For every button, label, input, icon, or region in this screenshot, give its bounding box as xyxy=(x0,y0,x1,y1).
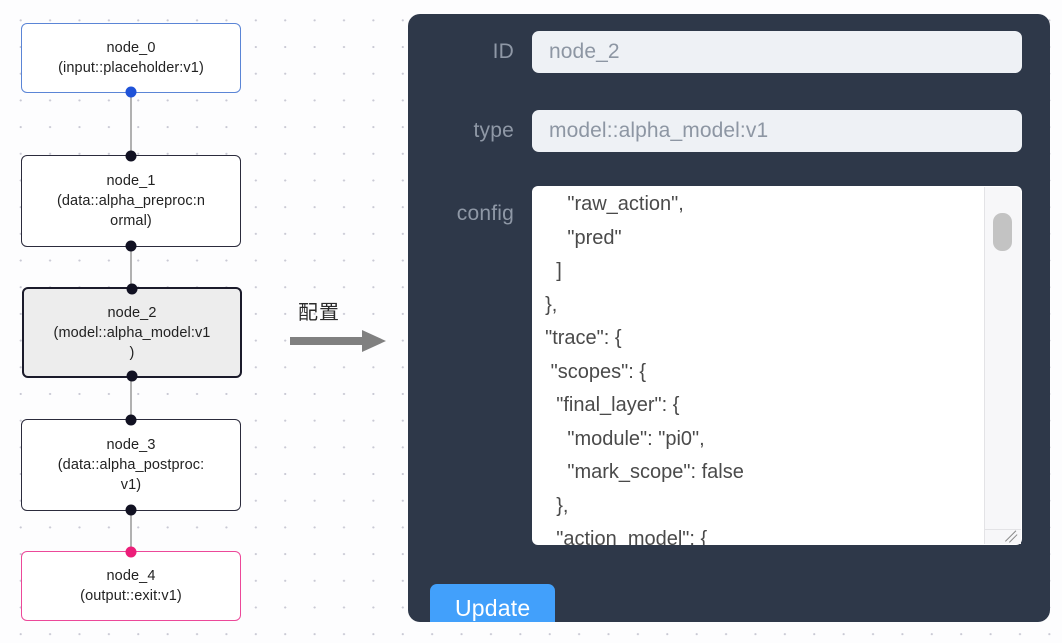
edge-2-3 xyxy=(130,378,132,419)
vertical-scrollbar[interactable] xyxy=(984,187,1021,531)
type-input[interactable] xyxy=(532,110,1022,152)
node-config-panel: ID type config "raw_action", "pred" ] },… xyxy=(408,14,1050,622)
flow-node-node_1[interactable]: node_1 (data::alpha_preproc:n ormal) xyxy=(21,150,241,252)
node-label-line: (data::alpha_preproc:n xyxy=(56,193,206,209)
id-input[interactable] xyxy=(532,31,1022,73)
node-label-line: node_0 xyxy=(106,40,156,56)
flow-node-node_2[interactable]: node_2 (model::alpha_model:v1 ) xyxy=(22,283,242,382)
node-label-line: node_3 xyxy=(106,437,156,453)
node-label-line: (input::placeholder:v1) xyxy=(58,60,204,76)
edge-3-4 xyxy=(130,511,132,551)
node-label-line: node_1 xyxy=(106,173,156,189)
node-handle-bottom[interactable] xyxy=(125,86,137,98)
node-handle-bottom[interactable] xyxy=(126,370,138,382)
flow-node-node_3[interactable]: node_3 (data::alpha_postproc: v1) xyxy=(21,414,241,516)
field-row-config: config "raw_action", "pred" ] }, "trace"… xyxy=(422,186,1022,545)
node-label-line: ) xyxy=(129,344,135,361)
edge-1-2 xyxy=(130,247,132,287)
node-handle-top[interactable] xyxy=(125,546,137,558)
node-handle-top[interactable] xyxy=(125,414,137,426)
node-label-line: v1) xyxy=(120,477,142,493)
type-field-label: type xyxy=(473,119,514,142)
config-textarea[interactable]: "raw_action", "pred" ] }, "trace": { "sc… xyxy=(532,186,1022,545)
node-label-line: node_2 xyxy=(107,304,157,321)
textarea-resize-corner[interactable] xyxy=(984,529,1021,544)
node-handle-bottom[interactable] xyxy=(125,504,137,516)
node-handle-top[interactable] xyxy=(126,283,138,295)
node-handle-top[interactable] xyxy=(125,150,137,162)
update-button[interactable]: Update xyxy=(430,584,556,622)
node-handle-bottom[interactable] xyxy=(125,240,137,252)
flow-node-node_0[interactable]: node_0 (input::placeholder:v1) xyxy=(21,23,241,98)
annotation-label: 配置 xyxy=(298,300,340,324)
node-label-line: ormal) xyxy=(110,213,152,229)
field-row-type: type xyxy=(422,110,1022,152)
resize-grip-icon xyxy=(1004,529,1018,543)
arrow-right-icon xyxy=(290,330,386,352)
field-row-id: ID xyxy=(422,31,1022,73)
config-field-label: config xyxy=(456,202,514,225)
node-label-line: node_4 xyxy=(106,568,156,584)
edge-0-1 xyxy=(130,93,132,155)
node-label-line: (model::alpha_model:v1 xyxy=(53,324,211,341)
flow-node-node_4[interactable]: node_4 (output::exit:v1) xyxy=(21,546,241,621)
node-label-line: (output::exit:v1) xyxy=(80,588,182,604)
scrollbar-thumb[interactable] xyxy=(993,213,1012,251)
node-label-line: (data::alpha_postproc: xyxy=(57,457,205,473)
id-field-label: ID xyxy=(492,40,514,63)
annotation-group: 配置 xyxy=(290,296,400,360)
config-textarea-wrapper: "raw_action", "pred" ] }, "trace": { "sc… xyxy=(532,186,1022,545)
